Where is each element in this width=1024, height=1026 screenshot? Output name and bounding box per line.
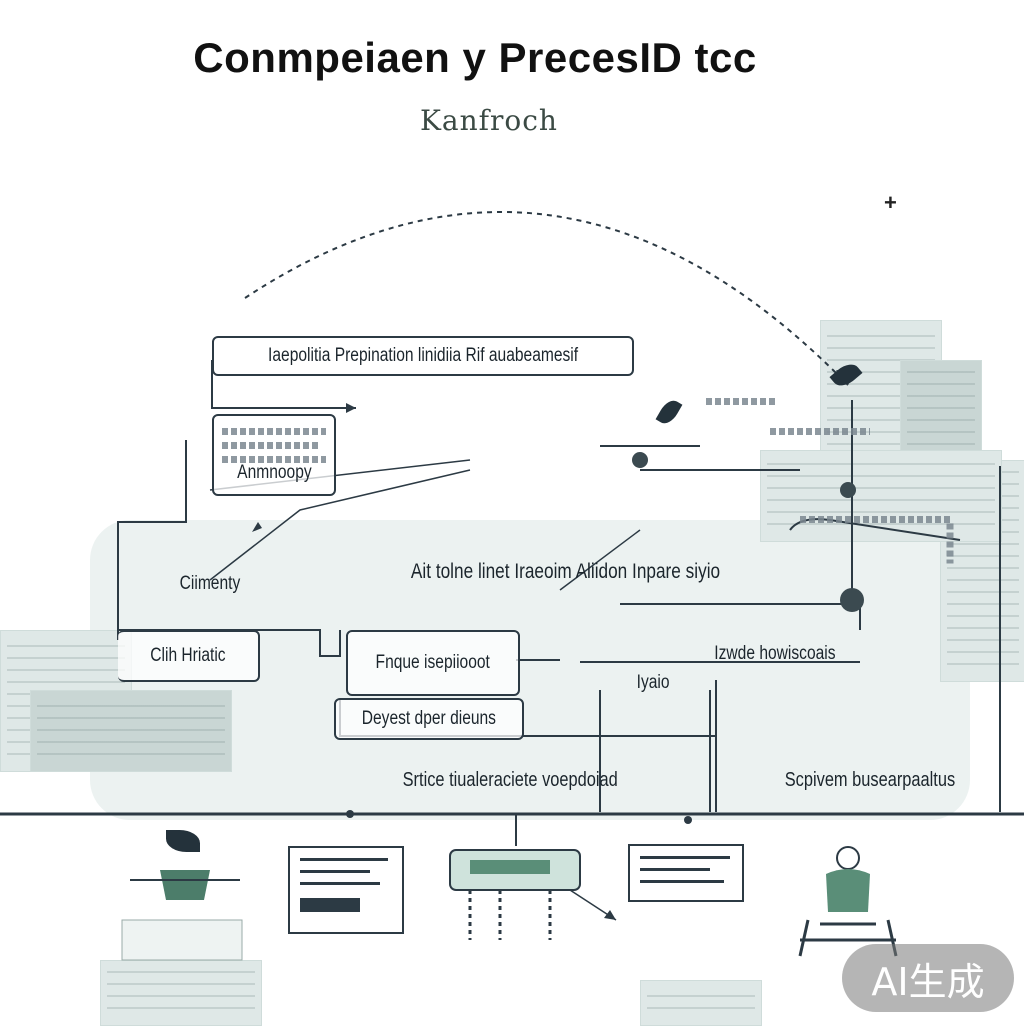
text-scribble <box>946 523 954 564</box>
node-dot <box>840 588 864 612</box>
box-label: Iyaio <box>636 672 670 693</box>
diagram-subtitle: Kanfroch <box>420 104 558 137</box>
box-label: Srtice tiualeraciete voepdoiad <box>402 768 618 791</box>
box-label: Ciimenty <box>179 573 241 594</box>
background-building <box>30 690 232 772</box>
label-twwde: Izwde howiscoais <box>690 640 860 668</box>
box-label: Izwde howiscoais <box>714 643 836 664</box>
box-fnque: Fnque isepiiooot <box>346 630 520 696</box>
document-icon <box>288 846 404 934</box>
label-iyaio: Iyaio <box>618 670 688 696</box>
text-scribble <box>800 516 950 523</box>
text-scribble <box>222 456 326 463</box>
label-scpivem: Scpivem busearpaaltus <box>740 764 1000 796</box>
box-label: Fnque isepiiooot <box>375 652 491 673</box>
background-building <box>640 980 762 1026</box>
text-scribble <box>770 428 870 435</box>
box-left-notes: Anmnoopy <box>212 414 336 496</box>
box-label: Anmnoopy <box>236 462 312 483</box>
box-label: Iaepolitia Prepination linidiia Rif auab… <box>267 345 579 366</box>
dashed-arc <box>244 211 849 386</box>
box-label: Deyest dper dieuns <box>361 708 497 729</box>
leaf-icon <box>166 830 200 852</box>
plus-mark: + <box>884 190 897 215</box>
person-body <box>826 869 870 912</box>
label-middle-wide: Ait tolne linet Iraeoim Aliidon Inpare s… <box>376 556 756 588</box>
node-dot <box>632 452 648 468</box>
person-head <box>836 846 860 870</box>
tower-base <box>121 919 243 961</box>
machine-screen <box>470 860 550 874</box>
box-label: Scpivem busearpaaltus <box>784 768 956 791</box>
label-sritce: Srtice tiualeraciete voepdoiad <box>380 764 640 796</box>
box-deyest: Deyest dper dieuns <box>334 698 524 740</box>
text-scribble <box>222 442 318 449</box>
label-left: Ciimenty <box>150 570 270 598</box>
box-label: Ait tolne linet Iraeoim Aliidon Inpare s… <box>411 560 721 583</box>
box-clih: Clih Hriatic <box>118 630 260 682</box>
box-label: Clih Hriatic <box>150 645 226 666</box>
text-scribble <box>706 398 776 405</box>
node-dot <box>840 482 856 498</box>
box-top-banner: Iaepolitia Prepination linidiia Rif auab… <box>212 336 634 376</box>
tower-roof <box>160 870 210 900</box>
text-scribble <box>222 428 326 435</box>
document-icon <box>628 844 744 902</box>
ai-generated-badge: AI生成 <box>842 944 1014 1012</box>
diagram-title: Conmpeiaen y PrecesID tcc <box>193 34 757 81</box>
